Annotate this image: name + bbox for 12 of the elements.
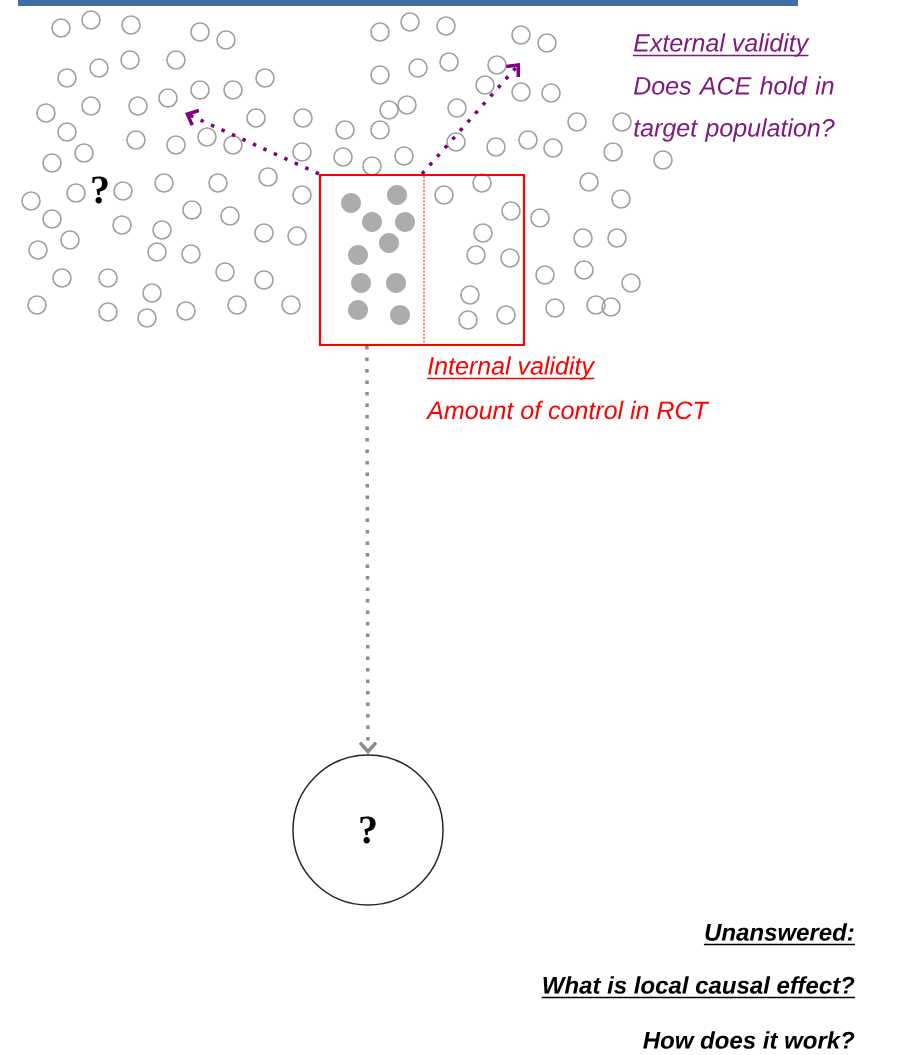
heading: Internal validity [426, 356, 596, 380]
heading: Unanswered: [703, 923, 856, 946]
note-text: How does it work? [643, 1031, 855, 1049]
arrow [185, 108, 320, 176]
question-mark: ? [92, 176, 108, 204]
note-text: Amount of control in RCT [425, 400, 710, 420]
rct-box [318, 173, 526, 347]
heading: What is local causal effect? [540, 976, 856, 999]
heading: External validity [632, 33, 810, 57]
note-text: Does ACE hold in target population? [633, 76, 835, 142]
arrow [358, 346, 378, 755]
circle-node: ? [292, 754, 444, 906]
